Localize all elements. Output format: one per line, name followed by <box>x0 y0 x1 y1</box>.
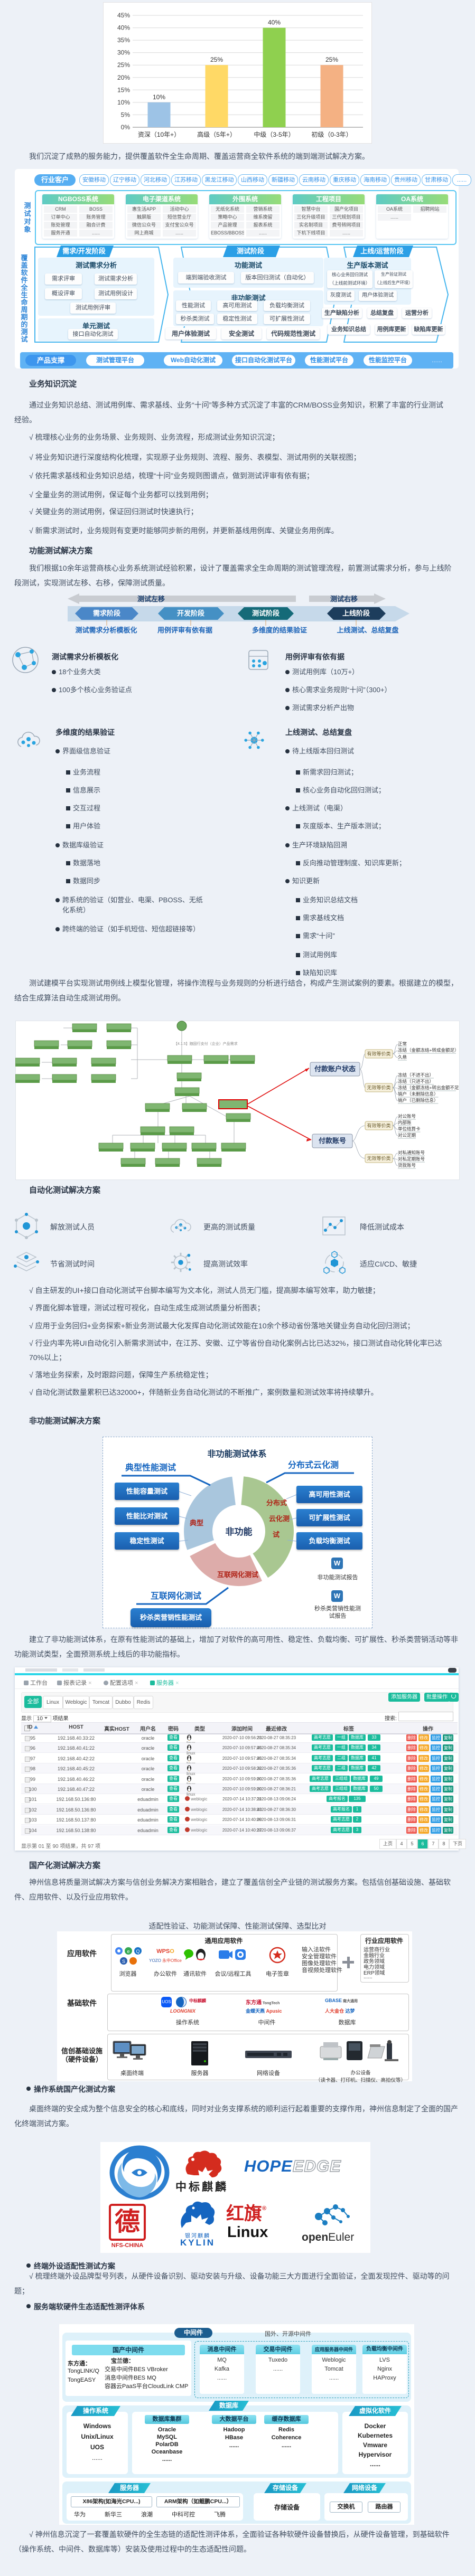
svg-text:上线阶段: 上线阶段 <box>342 609 370 617</box>
svg-text:典型: 典型 <box>190 1519 203 1527</box>
svg-text:对私通知账号: 对私通知账号 <box>398 1150 425 1155</box>
svg-text:对公定期: 对公定期 <box>398 1133 416 1138</box>
svg-text:测试右移: 测试右移 <box>330 595 358 603</box>
svg-text:25%: 25% <box>117 61 130 69</box>
svg-text:10%: 10% <box>153 93 165 101</box>
svg-text:分布式: 分布式 <box>266 1499 287 1507</box>
svg-text:非功能: 非功能 <box>226 1526 253 1537</box>
svg-text:25%: 25% <box>210 56 223 63</box>
svg-text:35%: 35% <box>117 36 130 44</box>
svg-text:开发阶段: 开发阶段 <box>177 609 204 617</box>
svg-text:40%: 40% <box>117 24 130 32</box>
svg-text:20%: 20% <box>117 74 130 81</box>
svg-text:有效等价类: 有效等价类 <box>367 1051 390 1056</box>
svg-text:无效等价类: 无效等价类 <box>367 1084 390 1090</box>
svg-text:高级（5年+）: 高级（5年+） <box>197 130 236 138</box>
svg-text:无效等价类: 无效等价类 <box>367 1155 390 1161</box>
svg-text:30%: 30% <box>117 49 130 56</box>
svg-text:测试阶段: 测试阶段 <box>252 609 280 617</box>
svg-text:销户（已删除信息）: 销户（已删除信息） <box>398 1098 439 1103</box>
svg-text:贷款账号: 贷款账号 <box>398 1163 416 1168</box>
svg-text:多维度的结果验证: 多维度的结果验证 <box>252 626 307 634</box>
svg-text:有效等价类: 有效等价类 <box>367 1122 390 1128</box>
svg-text:5%: 5% <box>121 111 131 118</box>
svg-text:中级（3-5年）: 中级（3-5年） <box>254 130 294 138</box>
svg-text:销户（未删除信息）: 销户（未删除信息） <box>398 1091 439 1097</box>
svg-text:冻结（只进不出）: 冻结（只进不出） <box>398 1079 434 1084</box>
svg-text:内部账: 内部账 <box>398 1120 412 1125</box>
svg-text:久悬: 久悬 <box>398 1054 407 1060</box>
svg-text:初级（0-3年）: 初级（0-3年） <box>311 131 352 138</box>
svg-text:冻结（金额冻结+转出金额不足）: 冻结（金额冻结+转出金额不足） <box>398 1085 459 1090</box>
svg-text:15%: 15% <box>117 86 130 93</box>
svg-text:单位结算卡: 单位结算卡 <box>398 1126 421 1131</box>
svg-text:付款账户状态: 付款账户状态 <box>314 1065 356 1073</box>
svg-text:云化测: 云化测 <box>269 1515 290 1523</box>
svg-text:测试需求分析模板化: 测试需求分析模板化 <box>75 626 137 634</box>
svg-text:互联网化测试: 互联网化测试 <box>217 1571 258 1579</box>
svg-text:资深（10年+）: 资深（10年+） <box>138 131 180 138</box>
svg-text:需求阶段: 需求阶段 <box>93 609 120 617</box>
svg-text:10%: 10% <box>117 99 130 106</box>
svg-text:正常: 正常 <box>398 1041 407 1046</box>
svg-text:e: e <box>127 1949 129 1954</box>
svg-text:对私定期账号: 对私定期账号 <box>398 1156 425 1162</box>
svg-text:冻结（不进不出）: 冻结（不进不出） <box>398 1072 434 1078</box>
svg-text:0%: 0% <box>121 124 131 131</box>
svg-text:冻结（金额冻结+转成金额足）: 冻结（金额冻结+转成金额足） <box>398 1048 459 1053</box>
svg-text:用例评审有依有据: 用例评审有依有据 <box>157 626 212 634</box>
svg-text:S: S <box>122 1959 125 1964</box>
svg-text:45%: 45% <box>117 12 130 19</box>
svg-text:对公账号: 对公账号 <box>398 1114 416 1119</box>
svg-text:25%: 25% <box>325 56 338 63</box>
svg-text:上线测试、总结复盘: 上线测试、总结复盘 <box>337 626 398 634</box>
svg-text:试: 试 <box>273 1531 280 1539</box>
svg-text:40%: 40% <box>268 19 281 26</box>
svg-text:Q: Q <box>136 1949 139 1954</box>
svg-text:付款账号: 付款账号 <box>319 1137 346 1145</box>
svg-text:测试左移: 测试左移 <box>137 595 165 603</box>
svg-text:【4.1.5】随园行支付（企业）产品需求: 【4.1.5】随园行支付（企业）产品需求 <box>174 1041 238 1046</box>
